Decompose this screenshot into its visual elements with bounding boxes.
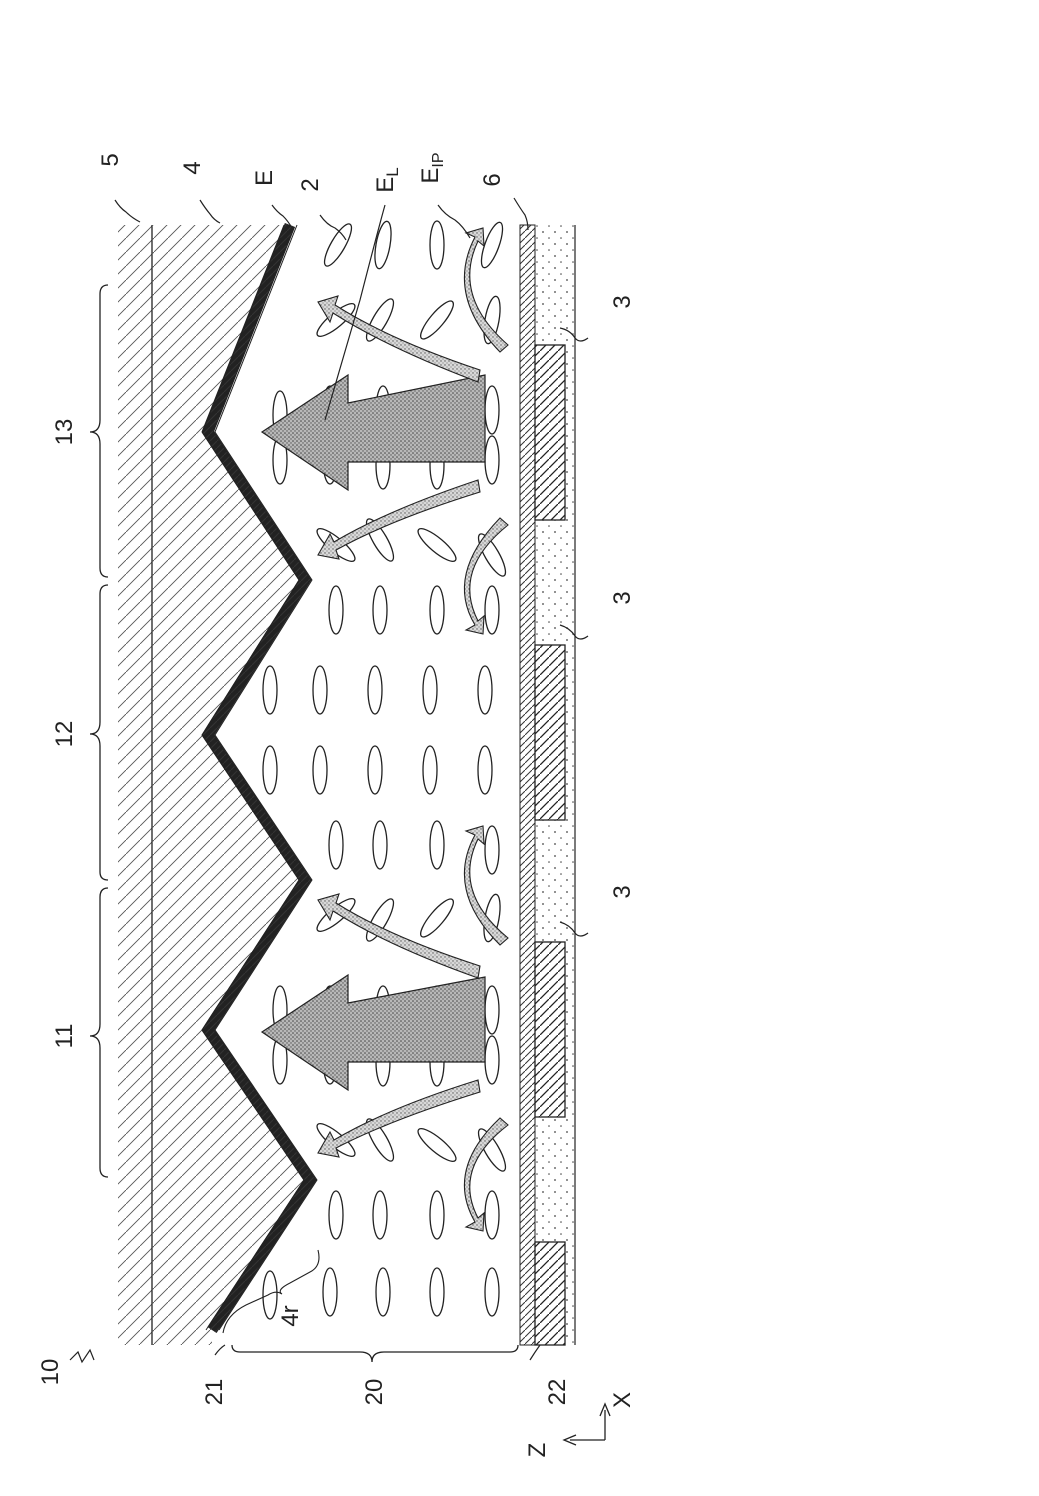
lc-molecule [313, 746, 327, 794]
label-20: 20 [361, 1379, 388, 1406]
lc-molecule [430, 1191, 444, 1239]
lc-molecule [329, 586, 343, 634]
lc-molecule [430, 821, 444, 869]
label-4r: 4r [277, 1305, 304, 1326]
lc-molecule [263, 666, 277, 714]
lc-molecule [414, 524, 460, 566]
label-5: 5 [97, 153, 124, 166]
structure-layer-4 [152, 225, 310, 1345]
label-6: 6 [479, 173, 506, 186]
lc-molecule [485, 986, 499, 1034]
label-EIP: EIP [417, 152, 447, 183]
lc-molecule [423, 746, 437, 794]
label-21: 21 [201, 1379, 228, 1406]
lc-molecule [373, 1191, 387, 1239]
label-axis-x: X [609, 1392, 636, 1408]
label-3: 3 [609, 885, 636, 898]
label-3: 3 [609, 591, 636, 604]
lc-molecule [423, 666, 437, 714]
lc-molecule [313, 666, 327, 714]
lc-molecule [368, 746, 382, 794]
lc-molecule [416, 297, 458, 343]
lc-molecule [414, 1124, 460, 1166]
label-4: 4 [179, 161, 206, 174]
lc-molecule [485, 586, 499, 634]
lc-molecule [485, 436, 499, 484]
lc-molecule [373, 586, 387, 634]
lc-molecule [477, 220, 507, 270]
insulator-layer-6 [520, 225, 535, 1345]
lc-molecule [329, 821, 343, 869]
label-10: 10 [37, 1359, 64, 1386]
lc-molecule [416, 895, 458, 941]
lc-molecule [430, 221, 444, 269]
field-arrow-E [262, 375, 485, 490]
lc-layer-bracket [232, 1345, 518, 1362]
label-22: 22 [544, 1379, 571, 1406]
label-E: E [251, 170, 278, 186]
lc-molecule [485, 1191, 499, 1239]
lc-molecule [485, 826, 499, 874]
lc-molecule [376, 1268, 390, 1316]
lc-molecule [485, 386, 499, 434]
lc-molecule [373, 821, 387, 869]
axis-indicator [564, 1404, 610, 1445]
label-region-12: 12 [51, 721, 78, 748]
lc-molecule [430, 586, 444, 634]
lc-molecule [263, 1271, 277, 1319]
lc-molecule [320, 221, 356, 270]
lc-molecule [368, 666, 382, 714]
field-arrow-E [262, 975, 485, 1090]
lc-molecule [372, 220, 394, 270]
label-2: 2 [297, 178, 324, 191]
lc-molecule [485, 1268, 499, 1316]
region-brackets [90, 285, 108, 1177]
substrate-layer-5 [118, 225, 152, 1345]
label-region-11: 11 [51, 1024, 78, 1049]
lc-molecule [263, 746, 277, 794]
lc-molecule [478, 746, 492, 794]
lc-molecule [485, 1036, 499, 1084]
label-axis-z: Z [524, 1443, 551, 1458]
lc-molecule [323, 1268, 337, 1316]
label-EL: EL [372, 167, 402, 192]
lc-molecule [478, 666, 492, 714]
lc-molecule [329, 1191, 343, 1239]
label-3: 3 [609, 295, 636, 308]
lc-molecule [430, 1268, 444, 1316]
label-region-13: 13 [51, 419, 78, 446]
